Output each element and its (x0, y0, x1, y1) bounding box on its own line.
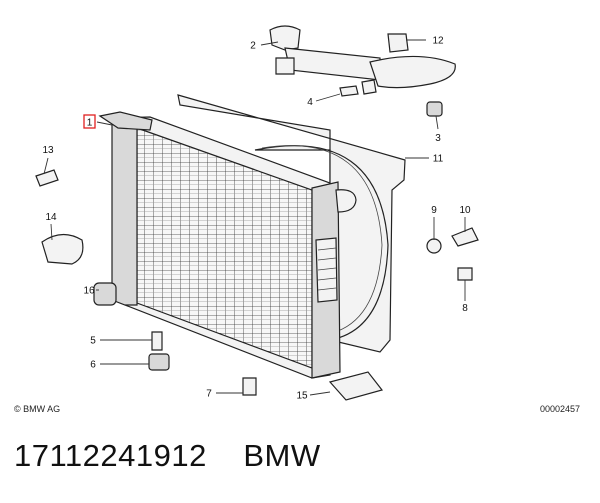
callout-2[interactable]: 2 (250, 41, 256, 52)
callout-14[interactable]: 14 (45, 212, 57, 223)
callout-5[interactable]: 5 (90, 336, 96, 347)
small-parts (35, 79, 479, 401)
document-number: 00002457 (539, 404, 580, 414)
callout-12[interactable]: 12 (432, 36, 444, 47)
callouts: 1 2 3 4 5 6 7 8 9 10 11 12 13 14 15 16 (42, 36, 471, 402)
leader-lines (43, 39, 466, 396)
part-number: 17112241912 (14, 438, 207, 473)
callout-3[interactable]: 3 (435, 133, 441, 144)
callout-8[interactable]: 8 (462, 303, 468, 314)
footer-caption: 17112241912 BMW (14, 438, 321, 474)
callout-9[interactable]: 9 (431, 205, 437, 216)
callout-6[interactable]: 6 (90, 360, 96, 371)
callout-15[interactable]: 15 (296, 391, 308, 402)
callout-11[interactable]: 11 (433, 154, 444, 165)
callout-10[interactable]: 10 (459, 205, 471, 216)
upper-bracket (269, 25, 456, 89)
callout-4[interactable]: 4 (307, 97, 313, 108)
callout-1[interactable]: 1 (87, 118, 93, 129)
parts-diagram: 1 2 3 4 5 6 7 8 9 10 11 12 13 14 15 16 (35, 25, 479, 402)
callout-13[interactable]: 13 (42, 145, 54, 156)
copyright-notice: © BMW AG (14, 404, 61, 414)
radiator (98, 111, 357, 379)
callout-7[interactable]: 7 (206, 389, 212, 400)
callout-1-highlight (83, 114, 96, 129)
brand-name: BMW (243, 438, 321, 473)
callout-16[interactable]: 16 (83, 286, 95, 297)
